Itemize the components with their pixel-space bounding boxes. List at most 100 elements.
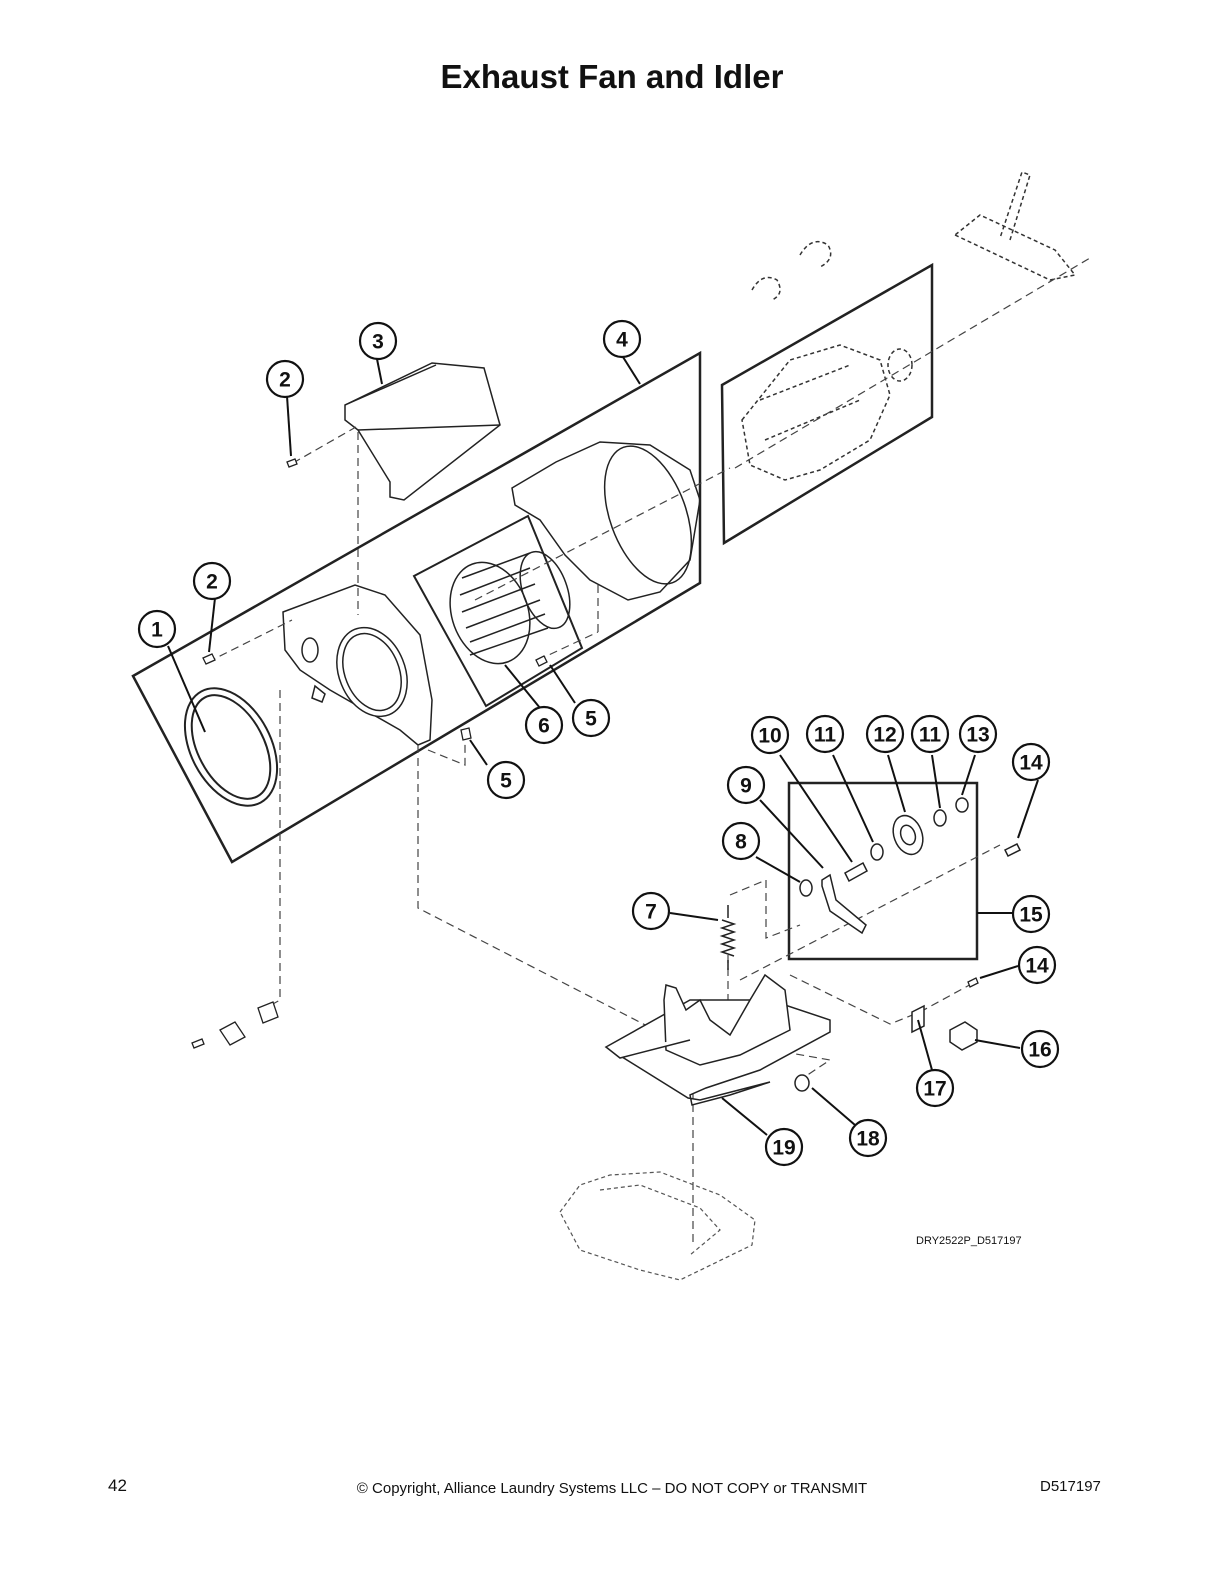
leader-1 [167, 645, 206, 733]
spring-part [719, 905, 737, 970]
callout-circle-5a [571, 698, 611, 738]
callout-circle-2a [265, 359, 305, 399]
motor-shield-part [344, 362, 501, 501]
callout-circle-13 [958, 714, 998, 754]
callout-circle-10 [750, 715, 790, 755]
nut-left-part [799, 879, 813, 897]
clip-lower-left-part [219, 1021, 246, 1046]
leader-6 [504, 664, 541, 709]
callout-label-17: 17 [923, 1078, 946, 1101]
callout-circle-15 [1011, 894, 1051, 934]
blower-housing-group-panel [131, 350, 702, 864]
switch-part [949, 1021, 978, 1051]
callout-circle-11a [805, 714, 845, 754]
assembly-line-switch [789, 974, 921, 1025]
base-bracket-part [604, 973, 831, 1106]
idler-arm-part [821, 873, 867, 935]
drive-motor-phantom [741, 171, 1077, 481]
washer-left-part [870, 843, 884, 861]
callout-label-9: 9 [740, 775, 752, 798]
screw-14-top-part [1003, 842, 1022, 858]
callout-circles [137, 319, 1060, 1167]
gasket-ring-part [183, 687, 279, 807]
leader-14a [1017, 779, 1039, 839]
leader-7 [669, 912, 719, 921]
blower-rear-housing-part [511, 441, 701, 601]
callout-label-8: 8 [735, 831, 747, 854]
clip-lower-left2-part [257, 1001, 279, 1024]
callout-circle-5b [486, 760, 526, 800]
callout-label-2a: 2 [279, 369, 291, 392]
callout-label-5b: 5 [500, 770, 512, 793]
idler-parts [794, 797, 1022, 1092]
callout-label-11b: 11 [919, 724, 942, 747]
leader-9 [759, 799, 824, 869]
assembly-line-screw-top [292, 426, 357, 464]
callout-circle-12 [865, 714, 905, 754]
washer-right-part [933, 809, 947, 827]
callout-label-14b: 14 [1025, 955, 1049, 978]
leader-13 [961, 754, 976, 796]
callout-circle-11b [910, 714, 950, 754]
callout-circle-19 [764, 1127, 804, 1167]
idler-shaft-part [844, 861, 868, 883]
callout-label-15: 15 [1019, 904, 1043, 927]
fan-wheel-part [449, 550, 571, 665]
idler-group-box [787, 781, 979, 961]
leader-11a [832, 754, 874, 843]
leader-5a [549, 664, 576, 704]
callout-label-16: 16 [1028, 1039, 1051, 1062]
assembly-line-screw-base [427, 735, 466, 766]
leader-12 [887, 754, 906, 813]
leader-11b [931, 754, 941, 809]
callout-circle-17 [915, 1068, 955, 1108]
leader-3 [376, 358, 383, 385]
callout-label-5a: 5 [585, 708, 597, 731]
callout-circle-18 [848, 1118, 888, 1158]
callout-label-3: 3 [372, 331, 384, 354]
leader-16 [974, 1039, 1021, 1049]
callout-circle-9 [726, 765, 766, 805]
assembly-line-idler-shaft [739, 844, 1001, 981]
axis-line-motor [734, 257, 1091, 469]
leader-18 [811, 1087, 856, 1126]
callout-label-14a: 14 [1019, 752, 1043, 775]
assembly-line-screw-left [207, 619, 293, 663]
callout-circle-7 [631, 891, 671, 931]
leader-2b [208, 597, 216, 653]
screw-lower-left-part [191, 1038, 205, 1049]
assembly-line-screw-fan [537, 631, 599, 661]
callout-circle-14a [1011, 742, 1051, 782]
callout-circle-6 [524, 705, 564, 745]
leader-19 [721, 1097, 768, 1136]
leader-14b [979, 965, 1019, 979]
leader-10 [779, 754, 853, 863]
fasteners [191, 458, 979, 1049]
nut-18-part [794, 1074, 810, 1092]
callout-label-18: 18 [856, 1128, 880, 1151]
callout-label-1: 1 [151, 619, 163, 642]
callout-circle-8 [721, 821, 761, 861]
callout-label-6: 6 [538, 715, 550, 738]
callout-label-19: 19 [772, 1137, 795, 1160]
base-plate-phantom [559, 1171, 756, 1281]
screw-14-lower-part [967, 977, 979, 988]
switch-bracket-part [911, 1004, 925, 1034]
screw-5-fan-part [535, 655, 548, 667]
fan-wheel-panel [412, 514, 584, 708]
callout-circle-14b [1017, 945, 1057, 985]
leader-2a [286, 395, 292, 457]
assembly-line-idler-arm [729, 879, 801, 939]
screw-5-base-part [460, 727, 472, 741]
axis-line-fan [474, 467, 731, 601]
callout-circle-4 [602, 319, 642, 359]
callout-circle-1 [137, 609, 177, 649]
callout-circle-2b [192, 561, 232, 601]
callout-label-12: 12 [873, 724, 896, 747]
callout-label-11a: 11 [814, 724, 837, 747]
callout-label-2b: 2 [206, 571, 218, 594]
screw-2-left-part [202, 653, 216, 665]
callout-label-10: 10 [758, 725, 781, 748]
leader-4 [622, 356, 641, 385]
